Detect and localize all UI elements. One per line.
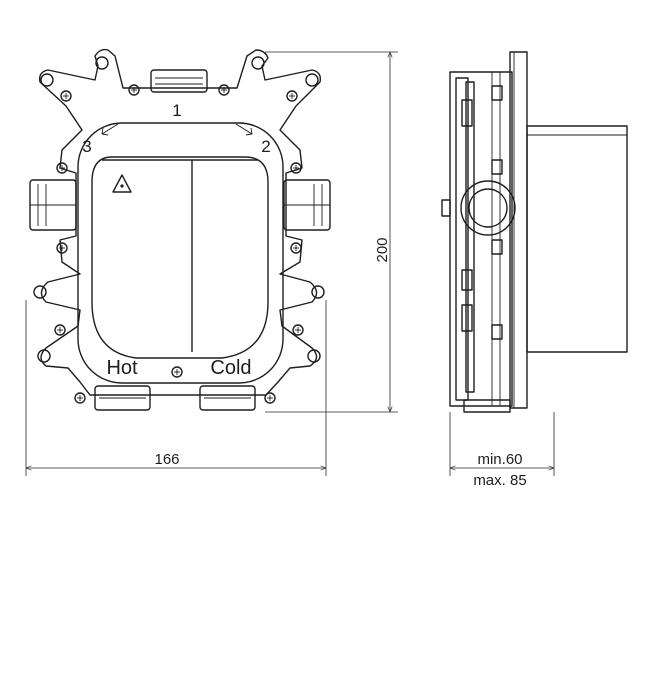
depth-max-label: max. 85: [473, 472, 526, 489]
cold-inlet-connector: [199, 385, 256, 411]
screw: [128, 84, 140, 96]
ear-hole: [95, 56, 109, 70]
ear-hole: [40, 73, 54, 87]
side-body: [449, 71, 513, 407]
screw: [218, 84, 230, 96]
screw: [171, 366, 183, 378]
screw: [290, 162, 302, 174]
side-inlet-port: [460, 180, 516, 236]
screw: [286, 90, 298, 102]
ear-hole: [311, 285, 325, 299]
right-outlet-connector: [283, 179, 331, 231]
ear-hole: [33, 285, 47, 299]
dimension-lines: [25, 51, 555, 476]
ear-hole: [305, 73, 319, 87]
screw: [60, 90, 72, 102]
width-dimension-label: 166: [154, 451, 179, 468]
screw: [74, 392, 86, 404]
position-label-3: 3: [82, 137, 91, 156]
hot-inlet-connector: [94, 385, 151, 411]
ear-hole: [251, 56, 265, 70]
side-depth-extension: [526, 125, 628, 353]
side-view: [441, 51, 628, 413]
front-view: 1 2 3 Hot Cold: [29, 48, 331, 411]
top-outlet-connector: [150, 69, 208, 93]
screw: [56, 242, 68, 254]
arrow-left-icon: [101, 123, 119, 136]
ear-hole: [307, 349, 321, 363]
valve-cover: [91, 156, 269, 359]
mounting-plate-outline: [38, 48, 322, 396]
screw: [290, 242, 302, 254]
left-outlet-connector: [29, 179, 77, 231]
height-dimension-label: 200: [374, 237, 391, 262]
screw: [54, 324, 66, 336]
screw: [292, 324, 304, 336]
warning-triangle-icon: [112, 174, 132, 193]
arrow-right-icon: [235, 123, 253, 136]
warning-triangle-mark: [120, 184, 124, 188]
screw: [56, 162, 68, 174]
depth-min-label: min.60: [477, 451, 522, 468]
valve-body-frame: [77, 122, 284, 384]
screw: [264, 392, 276, 404]
cold-label: Cold: [210, 357, 251, 379]
ear-hole: [37, 349, 51, 363]
position-label-1: 1: [172, 101, 181, 120]
position-label-2: 2: [261, 137, 270, 156]
hot-label: Hot: [106, 357, 138, 379]
